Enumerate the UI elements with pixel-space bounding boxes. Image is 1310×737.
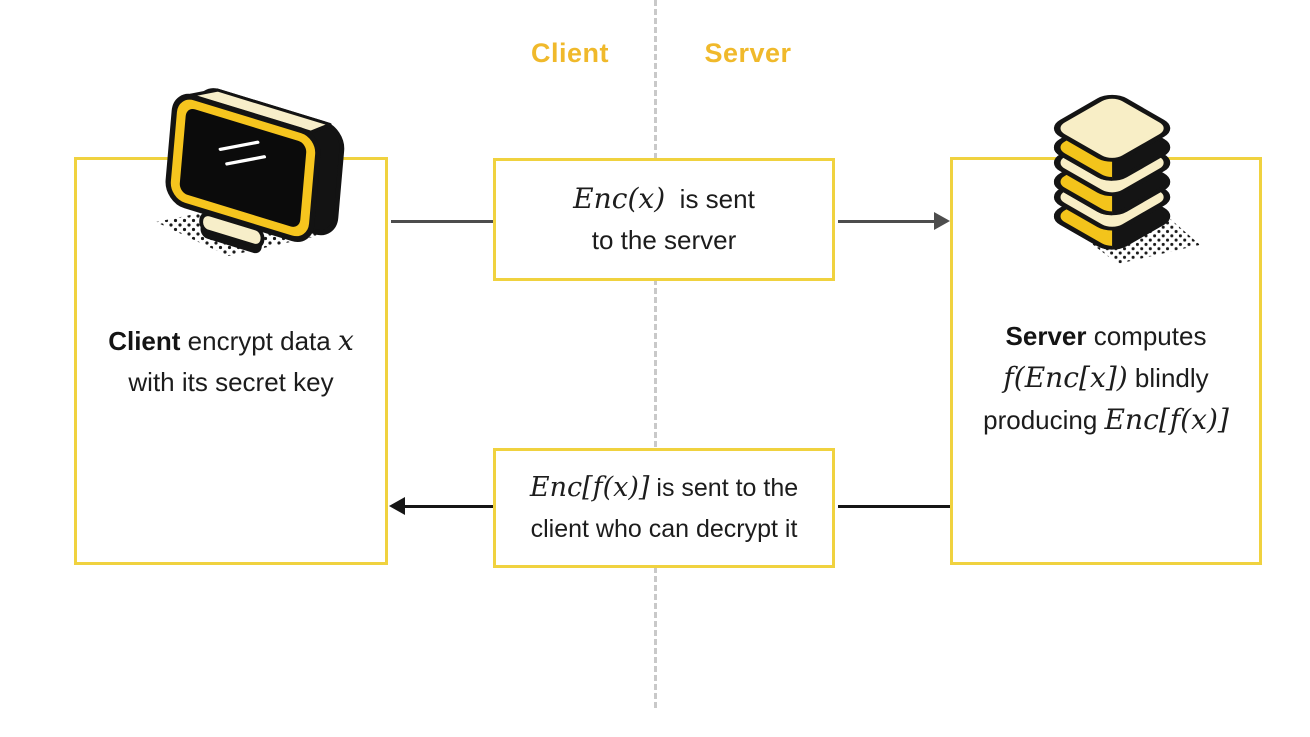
server-lane-label: Server (704, 38, 792, 68)
client-lane-label: Client (530, 38, 609, 68)
server-box-line2: f(Enc[x]) blindly (1003, 360, 1209, 394)
client-box-text: Client encrypt data x with its secret ke… (77, 320, 385, 403)
message-box-enc-x-sent: Enc(x) is sent to the server (493, 158, 835, 281)
monitor-icon (142, 70, 354, 266)
bottom-message-line2: client who can decrypt it (530, 514, 798, 543)
top-message-line2: to the server (591, 225, 737, 255)
arrow-right-head-icon (934, 212, 950, 230)
top-message-text: Enc(x) is sent to the server (496, 178, 832, 261)
arrow-server-to-message-line (838, 505, 950, 508)
arrow-left-head-icon (389, 497, 405, 515)
arrow-message-to-client-line (405, 505, 493, 508)
bottom-message-text: Enc[f(x)] is sent to the client who can … (496, 467, 832, 550)
bottom-message-line1: Enc[f(x)] is sent to the (529, 471, 799, 503)
server-box-line3: producing Enc[f(x)] (983, 402, 1229, 436)
top-message-line1: Enc(x) is sent (573, 182, 755, 215)
client-box-line2: with its secret key (128, 366, 334, 397)
message-box-enc-fx-returned: Enc[f(x)] is sent to the client who can … (493, 448, 835, 568)
client-server-divider (654, 0, 657, 708)
server-box-text: Server computes f(Enc[x]) blindly produc… (953, 316, 1259, 441)
server-box-line1: Server computes (1005, 320, 1207, 351)
arrow-message-to-server-line (838, 220, 937, 223)
arrow-client-to-message-line (391, 220, 493, 223)
database-stack-icon (1028, 92, 1200, 264)
client-box-line1: Client encrypt data x (108, 323, 354, 357)
